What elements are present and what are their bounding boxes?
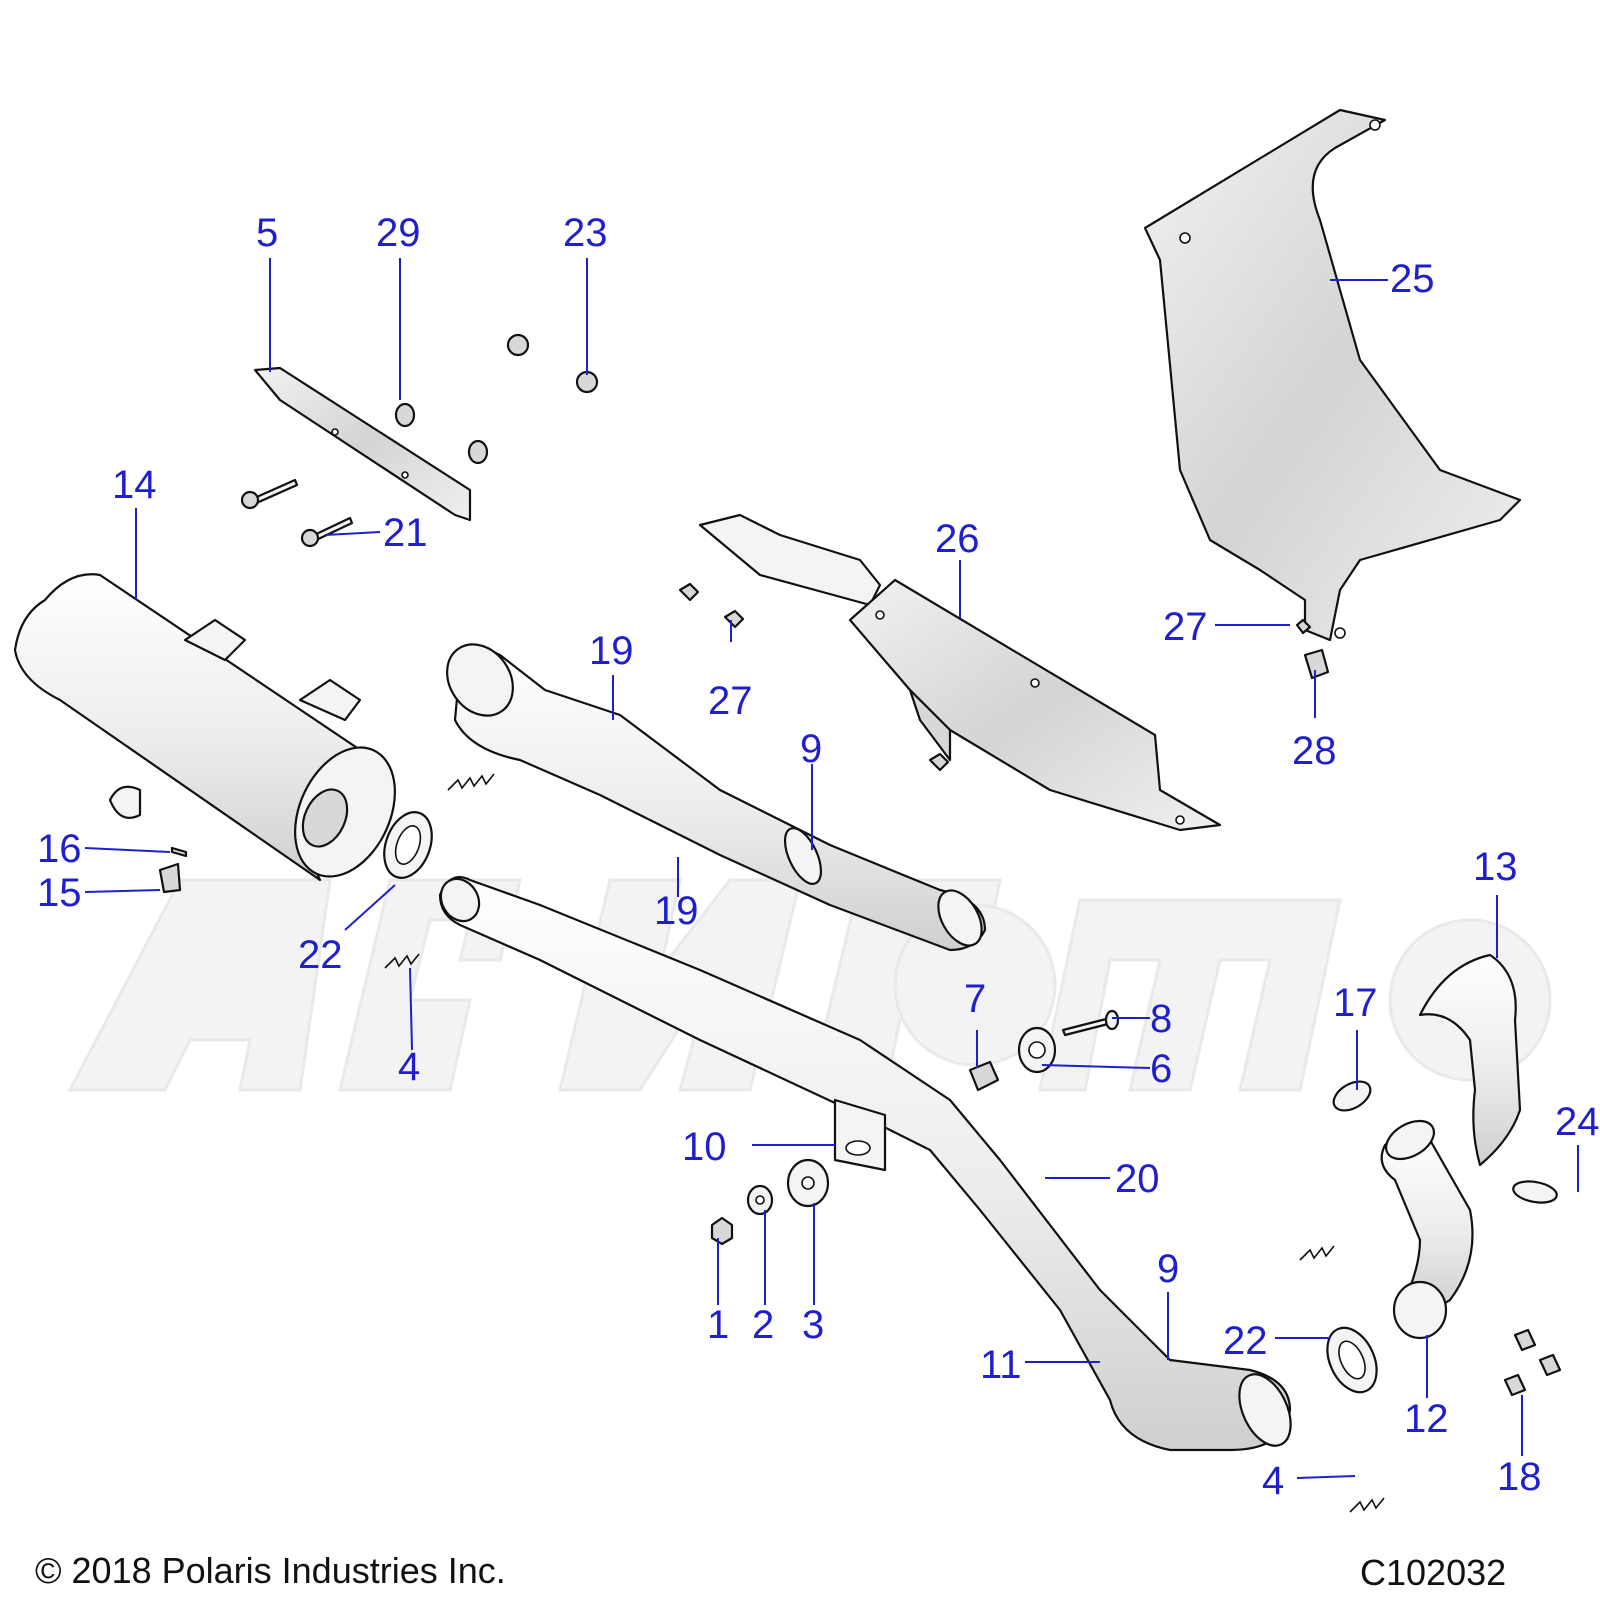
callout-2: 2 xyxy=(752,1303,774,1347)
pipe-header xyxy=(438,876,1292,1452)
callout-27-left: 27 xyxy=(708,679,753,723)
pipe-upper xyxy=(446,643,987,952)
muffler-heat-shield xyxy=(253,366,472,522)
callout-21: 21 xyxy=(383,511,428,555)
callout-1: 1 xyxy=(707,1303,729,1347)
leader-lines xyxy=(84,258,1579,1479)
callout-7: 7 xyxy=(964,977,986,1021)
callout-6: 6 xyxy=(1150,1047,1172,1091)
callout-4-right: 4 xyxy=(1262,1459,1284,1503)
diagram-code: C102032 xyxy=(1360,1552,1507,1593)
callout-14: 14 xyxy=(112,463,157,507)
callout-5: 5 xyxy=(256,211,278,255)
callout-25: 25 xyxy=(1390,257,1435,301)
callout-8: 8 xyxy=(1150,997,1172,1041)
callout-28: 28 xyxy=(1292,729,1337,773)
callout-22-right: 22 xyxy=(1223,1319,1268,1363)
callout-26: 26 xyxy=(935,517,980,561)
callout-22-left: 22 xyxy=(298,933,343,977)
callout-29: 29 xyxy=(376,211,421,255)
callout-3: 3 xyxy=(802,1303,824,1347)
muffler xyxy=(13,573,396,882)
callout-11: 11 xyxy=(980,1343,1022,1387)
callout-24: 24 xyxy=(1555,1100,1600,1144)
callout-19-upper: 19 xyxy=(589,629,634,673)
callout-13: 13 xyxy=(1473,845,1518,889)
heat-shield-large xyxy=(1143,108,1522,642)
callout-9-lower: 9 xyxy=(1157,1247,1179,1291)
callout-16: 16 xyxy=(37,827,82,871)
callout-12: 12 xyxy=(1404,1397,1449,1441)
callout-10: 10 xyxy=(682,1125,727,1169)
callout-23: 23 xyxy=(563,211,608,255)
copyright-notice: © 2018 Polaris Industries Inc. xyxy=(35,1550,506,1591)
callout-20: 20 xyxy=(1115,1157,1160,1201)
callout-15: 15 xyxy=(37,871,82,915)
callout-4-left: 4 xyxy=(398,1045,420,1089)
hardware xyxy=(158,333,1562,1513)
callout-17: 17 xyxy=(1333,981,1378,1025)
front-exhaust-pipe xyxy=(1380,953,1522,1340)
callout-27-right: 27 xyxy=(1163,605,1208,649)
callout-labels: 5 29 23 25 14 21 26 19 27 27 28 9 19 16 … xyxy=(37,211,1600,1503)
heat-shield-lower xyxy=(698,513,1222,832)
callout-19-lower: 19 xyxy=(654,889,699,933)
callout-9-upper: 9 xyxy=(800,727,822,771)
callout-18: 18 xyxy=(1497,1455,1542,1499)
